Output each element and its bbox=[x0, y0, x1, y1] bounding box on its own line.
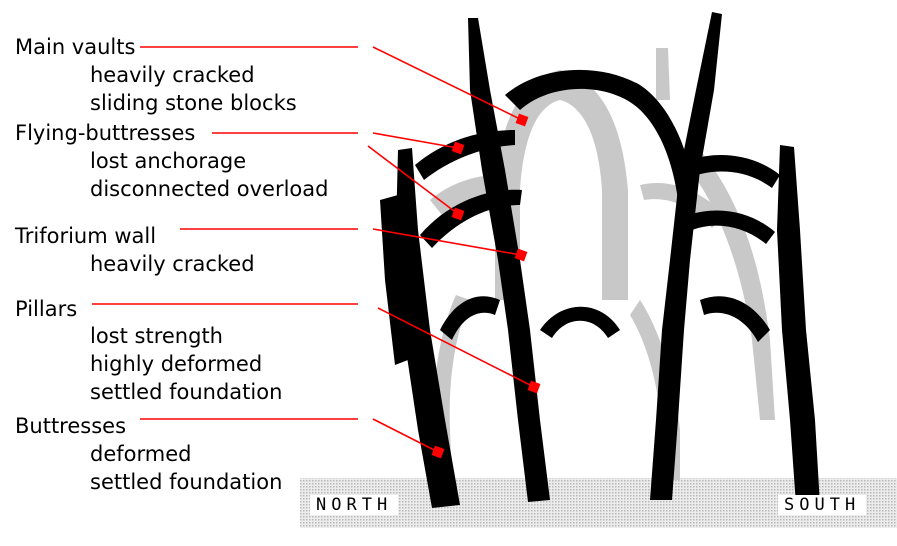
leader-lines bbox=[92, 46, 535, 453]
detail-buttresses-1: deformed bbox=[90, 442, 192, 466]
damage-markers bbox=[431, 113, 541, 459]
detail-main-vaults-2: sliding stone blocks bbox=[90, 91, 297, 115]
marker-flying-buttress-upper bbox=[451, 141, 465, 155]
label-flying-buttresses: Flying-buttresses bbox=[15, 121, 196, 145]
detail-main-vaults-1: heavily cracked bbox=[90, 63, 255, 87]
leader-flying-buttresses-d2 bbox=[367, 145, 459, 215]
label-pillars: Pillars bbox=[15, 297, 78, 321]
marker-triforium bbox=[514, 248, 528, 262]
marker-main-vaults bbox=[515, 113, 529, 127]
label-triforium-wall: Triforium wall bbox=[15, 224, 157, 248]
leader-buttresses-d bbox=[372, 418, 439, 453]
detail-flying-buttresses-2: disconnected overload bbox=[90, 177, 329, 201]
leader-pillars-d bbox=[377, 307, 535, 388]
label-buttresses: Buttresses bbox=[15, 414, 127, 438]
north-label: NORTH bbox=[310, 495, 399, 515]
marker-buttresses bbox=[431, 445, 445, 459]
detail-pillars-3: settled foundation bbox=[90, 380, 283, 404]
marker-flying-buttress-lower bbox=[451, 207, 465, 221]
leader-triforium-d bbox=[372, 228, 522, 256]
label-main-vaults: Main vaults bbox=[15, 35, 136, 59]
leader-main-vaults-d bbox=[372, 46, 523, 121]
detail-flying-buttresses-1: lost anchorage bbox=[90, 149, 247, 173]
detail-pillars-2: highly deformed bbox=[90, 352, 263, 376]
marker-pillars bbox=[527, 380, 541, 394]
detail-triforium-1: heavily cracked bbox=[90, 252, 255, 276]
detail-buttresses-2: settled foundation bbox=[90, 470, 283, 494]
south-label: SOUTH bbox=[778, 495, 867, 515]
leader-flying-buttresses-d1 bbox=[372, 132, 459, 149]
detail-pillars-1: lost strength bbox=[90, 324, 223, 348]
deformed-structure bbox=[380, 12, 820, 508]
